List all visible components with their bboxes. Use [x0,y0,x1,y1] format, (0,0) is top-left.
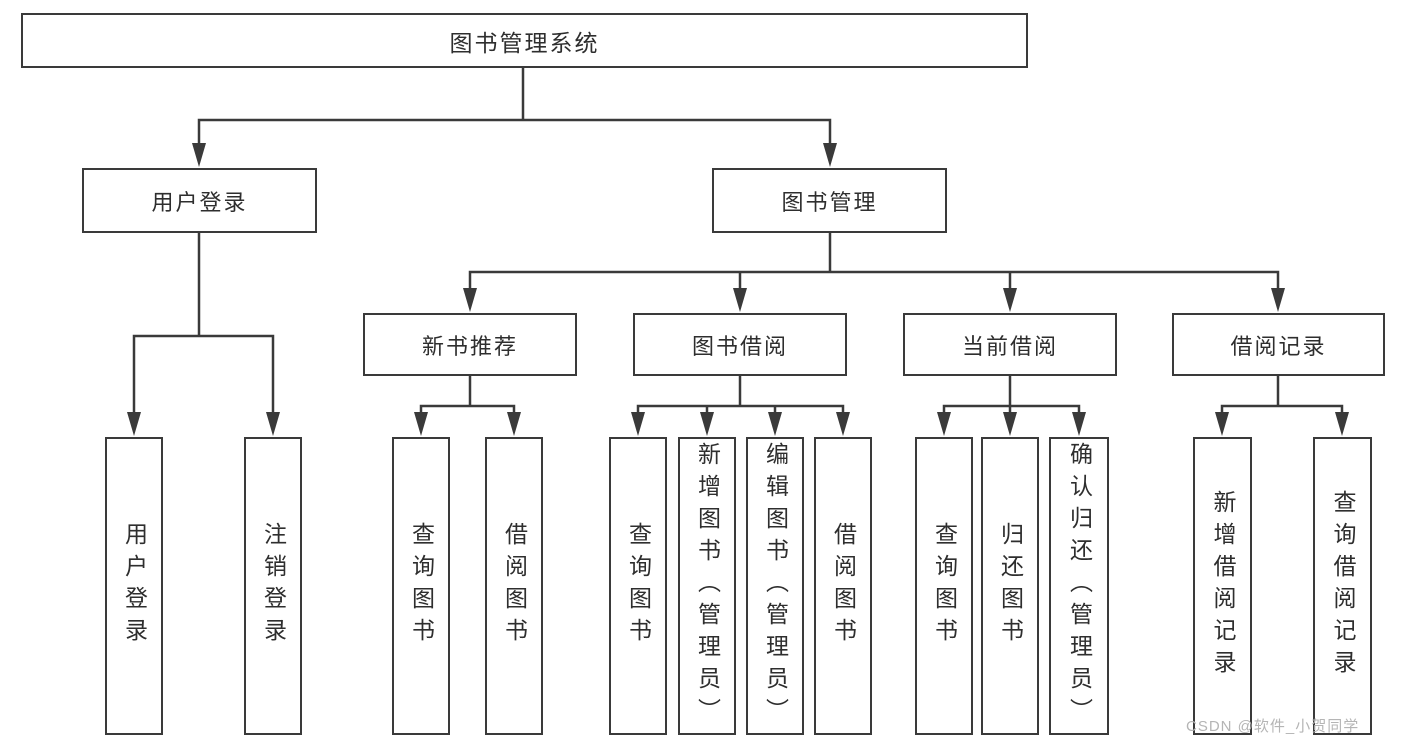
leaf-label: 新增图书（管理员） [694,442,721,730]
leaf-label: 借阅图书 [501,522,528,650]
leaf-logout: 注销登录 [244,437,302,735]
arrow-icon [1003,412,1017,436]
arrow-icon [631,412,645,436]
arrow-icon [768,412,782,436]
leaf-label: 编辑图书（管理员） [762,442,789,730]
leaf-borrow-books-recommend: 借阅图书 [485,437,543,735]
node-current-borrowing: 当前借阅 [903,313,1117,376]
leaf-label: 新增借阅记录 [1210,490,1236,682]
arrow-icon [127,412,141,436]
node-label: 新书推荐 [421,333,518,359]
leaf-user-login: 用户登录 [105,437,163,735]
arrow-icon [192,143,206,167]
arrow-icon [463,288,477,312]
leaf-label: 借阅图书 [830,522,857,650]
arrow-icon [836,412,850,436]
leaf-edit-books-admin: 编辑图书（管理员） [746,437,804,735]
node-label: 当前借阅 [961,333,1058,359]
leaf-add-borrow-record: 新增借阅记录 [1193,437,1252,735]
leaf-label: 查询图书 [625,522,652,650]
leaf-query-books-recommend: 查询图书 [392,437,450,735]
leaf-query-books-current: 查询图书 [915,437,973,735]
node-label: 图书借阅 [691,333,788,359]
leaf-label: 用户登录 [121,522,148,650]
leaf-return-books: 归还图书 [981,437,1039,735]
leaf-label: 查询图书 [408,522,435,650]
node-book-borrowing: 图书借阅 [633,313,847,376]
leaf-label: 查询借阅记录 [1330,490,1356,682]
node-new-book-recommendation: 新书推荐 [363,313,577,376]
arrow-icon [1271,288,1285,312]
leaf-label: 归还图书 [997,522,1024,650]
leaf-borrow-books-borrowing: 借阅图书 [814,437,872,735]
leaf-query-books-borrowing: 查询图书 [609,437,667,735]
watermark: CSDN @软件_小贺同学 [1186,718,1360,735]
arrow-icon [1072,412,1086,436]
node-borrowing-records: 借阅记录 [1172,313,1385,376]
node-label: 图书管理系统 [449,29,600,56]
node-user-login: 用户登录 [82,168,317,233]
node-label: 图书管理 [781,189,878,215]
arrow-icon [266,412,280,436]
node-book-management: 图书管理 [712,168,947,233]
leaf-label: 查询图书 [931,522,958,650]
node-library-management-system: 图书管理系统 [21,13,1028,68]
arrow-icon [1003,288,1017,312]
leaf-label: 注销登录 [260,522,287,650]
arrow-icon [823,143,837,167]
arrow-icon [700,412,714,436]
node-label: 借阅记录 [1230,333,1327,359]
arrow-icon [1215,412,1229,436]
leaf-label: 确认归还（管理员） [1066,442,1093,730]
arrow-icon [937,412,951,436]
leaf-confirm-return-admin: 确认归还（管理员） [1049,437,1109,735]
arrow-icon [414,412,428,436]
arrow-icon [733,288,747,312]
arrow-icon [1335,412,1349,436]
leaf-query-borrow-record: 查询借阅记录 [1313,437,1372,735]
leaf-add-books-admin: 新增图书（管理员） [678,437,736,735]
node-label: 用户登录 [151,189,248,215]
arrow-icon [507,412,521,436]
